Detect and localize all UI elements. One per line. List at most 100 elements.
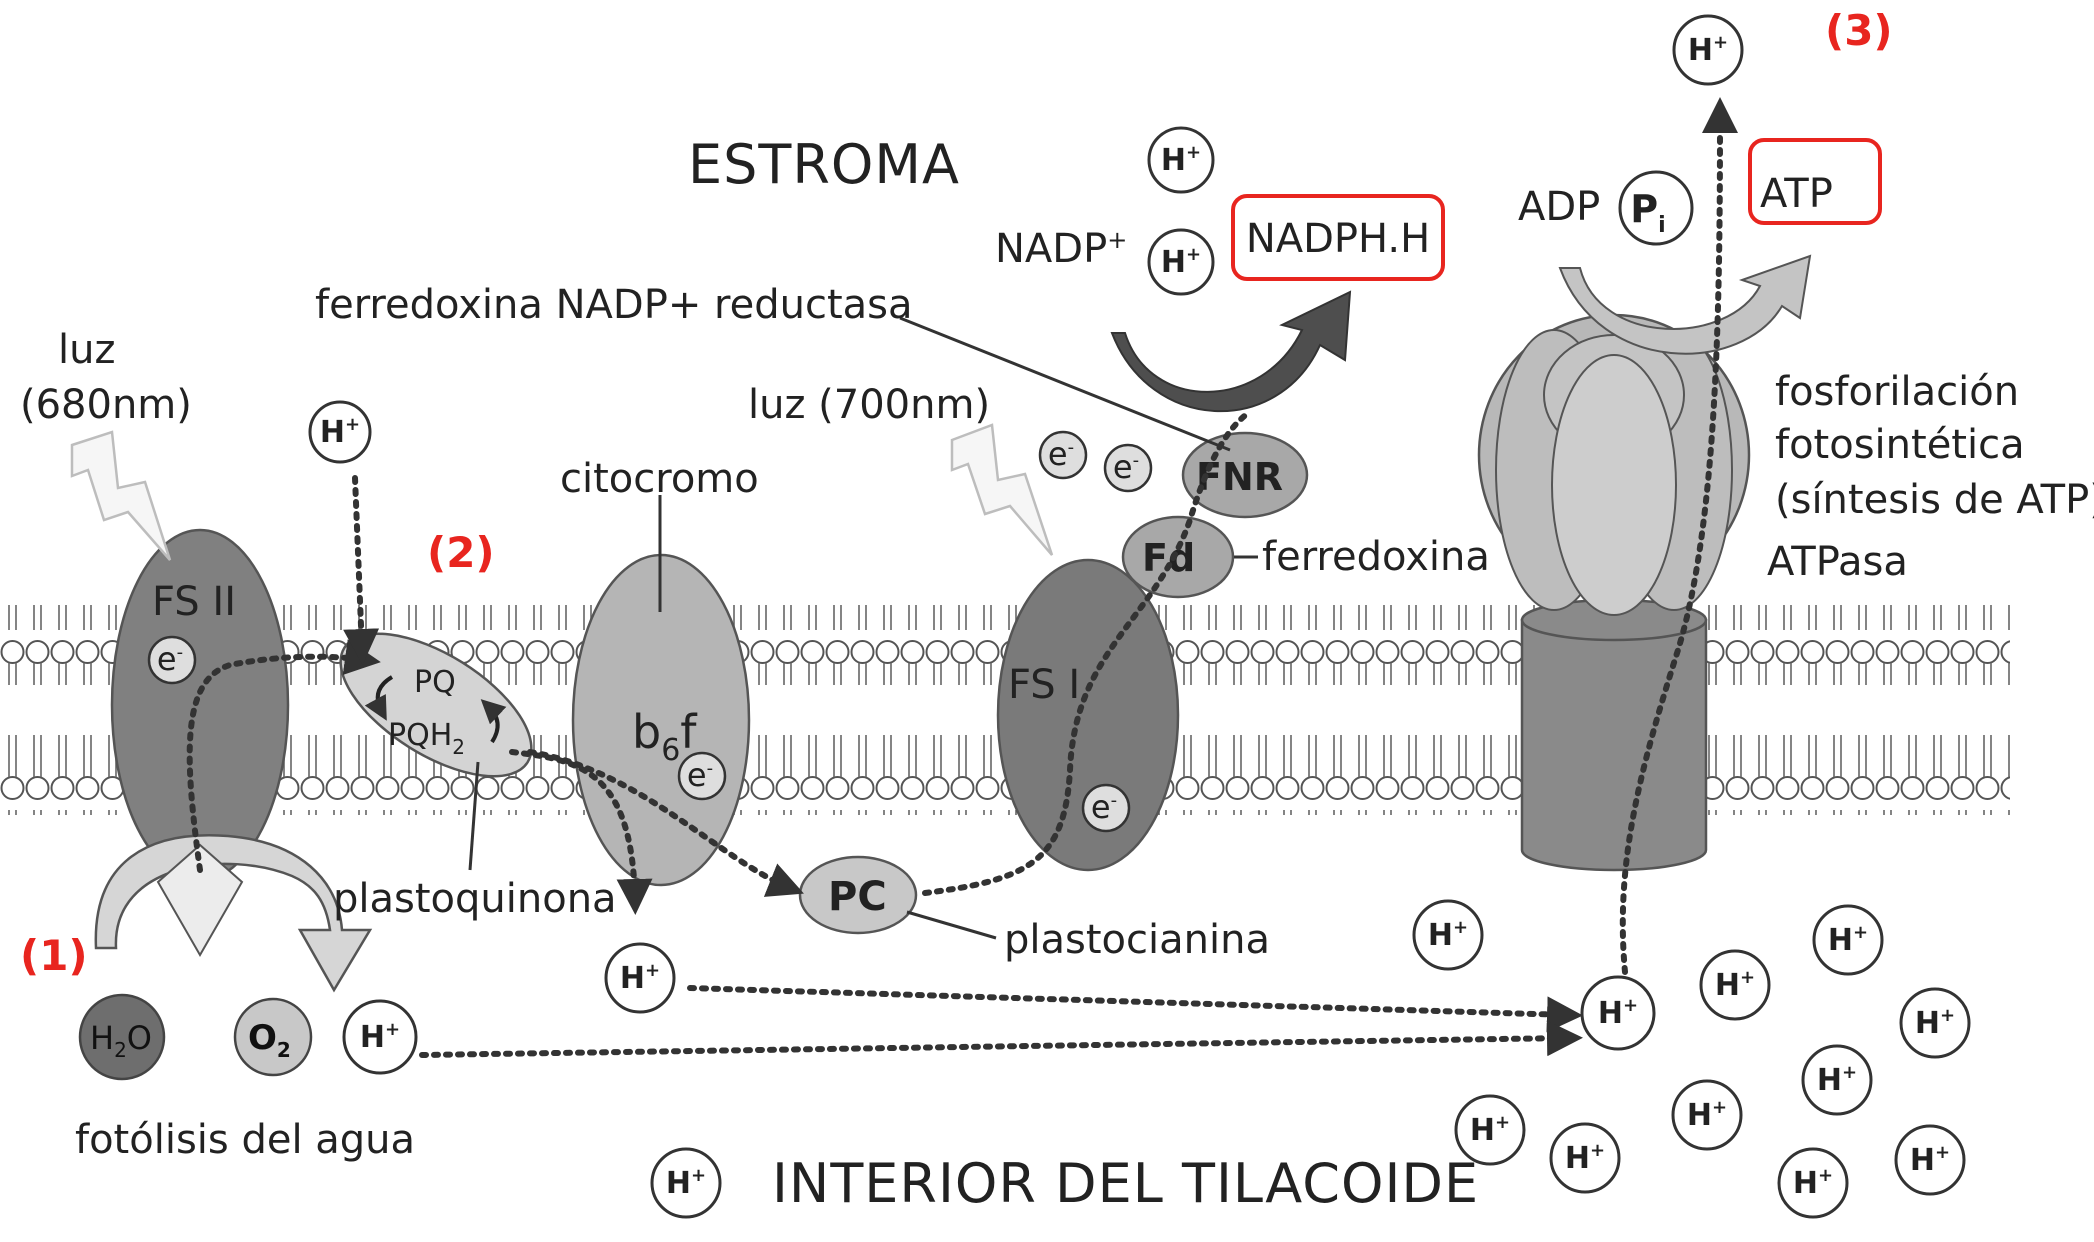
pc-label: PC [828,874,887,920]
svg-text:H+: H+ [1161,142,1201,178]
water-splitting-arrow [94,834,373,993]
nadph-box: NADPH.H [1231,194,1445,281]
nadp-sup: + [1107,226,1127,254]
electron: e- [1081,783,1131,833]
fnr-enzyme: FNR [1181,431,1309,519]
svg-text:H+: H+ [620,960,660,996]
svg-text:e-: e- [687,756,713,794]
atp-box: ATP [1748,138,1882,225]
h-ion: H+ [1894,1124,1966,1196]
svg-text:H+: H+ [1688,32,1728,68]
o2-sub: 2 [277,1038,291,1062]
electron: e- [677,751,727,801]
photosystem-i: FS I [996,558,1180,872]
svg-text:e-: e- [1113,448,1139,486]
h-ion: H+ [650,1147,722,1219]
electron-flow-paths [186,97,1738,1058]
svg-text:H+: H+ [1161,244,1201,280]
svg-text:H+: H+ [360,1019,400,1055]
h-ion: H+ [1671,1079,1743,1151]
h-ion: H+ [1147,126,1215,194]
h2o-sub: 2 [114,1038,127,1062]
plastoquinona-label: plastoquinona [333,876,617,922]
fd-label: Fd [1142,536,1195,580]
h-ion: H+ [1454,1094,1526,1166]
fosforilacion-line3: (síntesis de ATP) [1775,477,2094,523]
h-ion: H+ [342,999,418,1075]
lightning-icon-700 [950,423,1054,556]
h-ion: H+ [604,942,676,1014]
svg-text:H+: H+ [1793,1165,1833,1201]
step-1-label: (1) [20,931,88,980]
svg-text:O2: O2 [248,1018,291,1062]
svg-text:H+: H+ [320,414,360,450]
phosphate-molecule: Pi [1618,170,1694,246]
nadph-formation-arrow [1110,290,1352,413]
fnr-label: FNR [1196,455,1283,499]
b6f-end: f [680,705,698,759]
lumen-label: INTERIOR DEL TILACOIDE [772,1152,1479,1215]
h-ion: H+ [1777,1147,1849,1219]
pqh2-sub: 2 [452,735,465,759]
fosforilacion-line2: fotosintética [1775,422,2025,468]
citocromo-label: citocromo [560,456,759,502]
h-ion: H+ [1672,14,1744,86]
psi-label: FS I [1008,662,1080,708]
svg-text:H+: H+ [1687,1097,1727,1133]
b6f-sub: 6 [661,733,680,768]
electron: e- [147,635,197,685]
svg-text:H2O: H2O [90,1019,152,1062]
h-ion: H+ [1899,987,1971,1059]
atp-formation-arrow [1558,254,1812,355]
electron: e- [1038,430,1088,480]
atp-label: ATP [1760,171,1833,217]
h-ion: H+ [1699,949,1771,1021]
plastocyanin: PC [798,855,918,935]
oxygen-molecule: O2 [233,997,313,1077]
pqh2-main: PQH [388,718,452,753]
h-ion: H+ [1580,975,1656,1051]
h-ion: H+ [1801,1044,1873,1116]
h2o-a: H [90,1019,114,1057]
h-ion: H+ [1412,899,1484,971]
svg-text:H+: H+ [1915,1005,1955,1041]
pq-label: PQ [414,665,456,700]
svg-text:H+: H+ [1470,1112,1510,1148]
light-680-line2: (680nm) [20,382,192,428]
atpasa-label: ATPasa [1767,539,1908,585]
h2o-b: O [127,1019,152,1057]
leader-lines [468,316,1258,940]
step-2-label: (2) [427,528,495,577]
step-3-label: (3) [1825,6,1893,55]
plastocianina-label: plastocianina [1004,917,1270,963]
h-ion: H+ [1549,1122,1621,1194]
atp-synthase [1477,313,1751,872]
svg-text:H+: H+ [1428,917,1468,953]
fosforilacion-line1: fosforilación [1775,369,2019,415]
nadph-label: NADPH.H [1246,216,1430,262]
svg-text:e-: e- [1048,435,1074,473]
ferredoxina-label: ferredoxina [1262,534,1490,580]
b6f-main: b [632,705,661,759]
water-molecule: H2O [78,993,166,1081]
svg-text:H+: H+ [1565,1140,1605,1176]
lightning-icon-680 [70,430,172,561]
fotolisis-label: fotólisis del agua [75,1117,415,1163]
svg-text:Pi: Pi [1630,187,1665,238]
psii-label: FS II [152,579,236,625]
ferredoxin: Fd [1121,515,1235,599]
svg-text:NADP+: NADP+ [995,226,1127,272]
h-ion: H+ [1147,228,1215,296]
light-680-line1: luz [58,327,115,373]
h-ion: H+ [1812,904,1884,976]
photosystem-ii: FS II [110,528,290,882]
svg-text:e-: e- [157,640,183,678]
nadp-label: NADP [995,226,1107,272]
svg-text:H+: H+ [1910,1142,1950,1178]
fnr-full-name: ferredoxina NADP+ reductasa [315,282,913,328]
adp-label: ADP [1518,184,1600,230]
svg-text:H+: H+ [666,1165,706,1201]
h-ion: H+ [308,400,372,464]
light-700-label: luz (700nm) [748,382,990,428]
